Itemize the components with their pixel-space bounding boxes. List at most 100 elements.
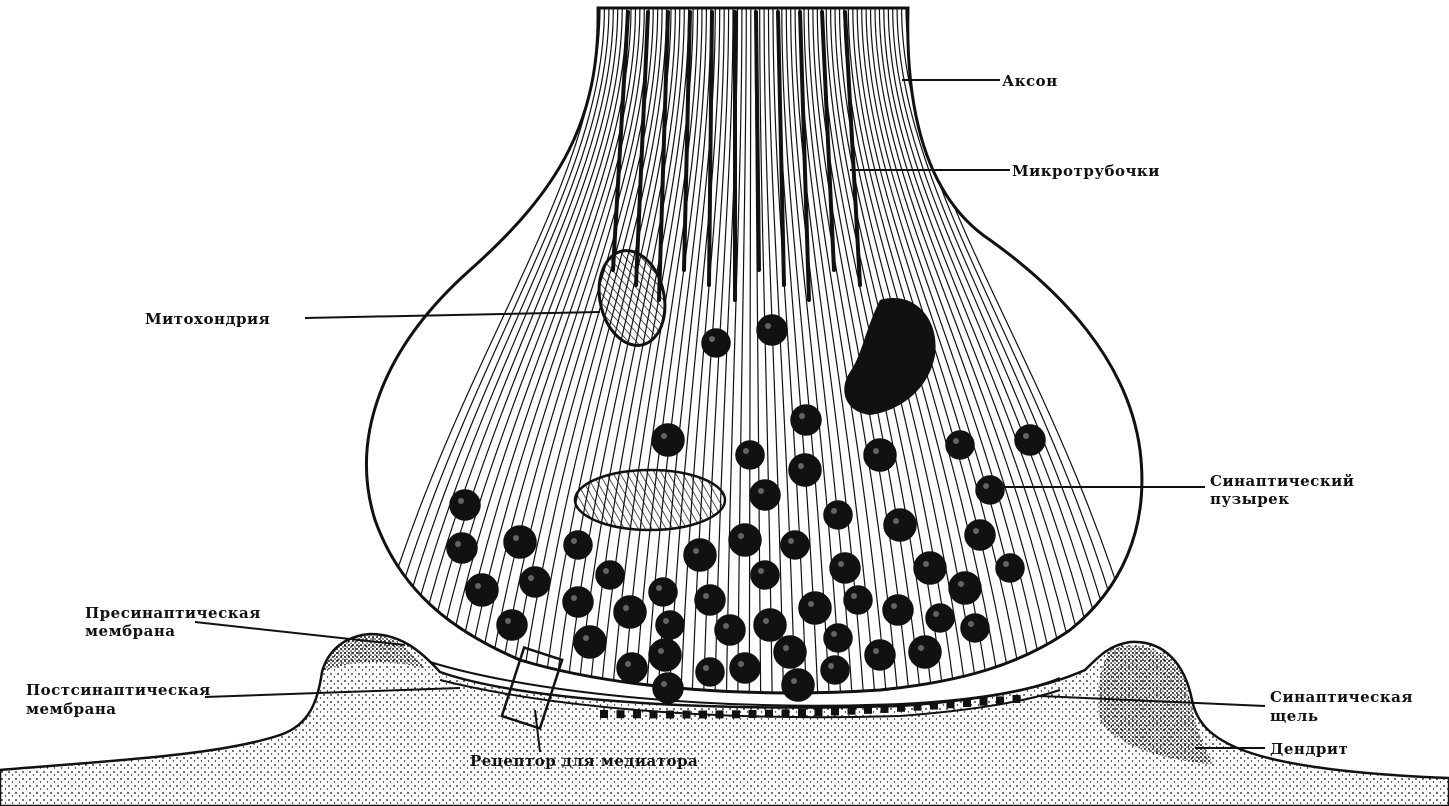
vesicle-highlight [799,413,805,419]
vesicle-highlight [656,585,662,591]
vesicle-highlight [783,645,789,651]
label-synaptic-vesicle-2: пузырек [1210,490,1290,508]
vesicle-highlight [873,648,879,654]
vesicle-highlight [958,581,964,587]
label-microtubules: Микротрубочки [1012,162,1160,180]
vesicle-highlight [1003,561,1009,567]
vesicle-highlight [661,681,667,687]
synaptic-vesicle [466,574,498,606]
synaptic-vesicle [684,539,716,571]
receptor [1013,695,1021,703]
vesicle-highlight [968,621,974,627]
vesicle-highlight [791,678,797,684]
synaptic-vesicle [799,592,831,624]
synaptic-vesicle [909,636,941,668]
label-presynaptic-2: мембрана [85,622,176,640]
receptor [815,708,823,716]
synaptic-vesicle [750,480,780,510]
vesicle-highlight [583,635,589,641]
receptor [617,710,625,718]
synaptic-vesicle [782,669,814,701]
synaptic-vesicle [617,653,647,683]
vesicle-highlight [738,661,744,667]
vesicle-highlight [738,533,744,539]
receptor [996,696,1004,704]
synaptic-vesicle [781,531,809,559]
receptor [633,710,641,718]
vesicle-highlight [788,538,794,544]
synaptic-vesicle [656,611,684,639]
synaptic-vesicle [864,439,896,471]
synaptic-vesicle [757,315,787,345]
synaptic-vesicle [949,572,981,604]
synaptic-vesicle [754,609,786,641]
synaptic-vesicle [649,639,681,671]
vesicle-highlight [763,618,769,624]
receptor [699,711,707,719]
vesicle-highlight [513,535,519,541]
receptor [765,710,773,718]
vesicle-highlight [1023,433,1029,439]
receptor [650,710,658,718]
vesicle-highlight [808,601,814,607]
vesicle-highlight [505,618,511,624]
vesicle-highlight [603,568,609,574]
synaptic-vesicle [976,476,1004,504]
receptor [947,700,955,708]
synaptic-vesicle [884,509,916,541]
vesicle-highlight [623,605,629,611]
receptor [831,708,839,716]
synaptic-vesicle [649,578,677,606]
receptor [848,707,856,715]
vesicle-highlight [838,561,844,567]
vesicle-highlight [658,648,664,654]
vesicle-highlight [918,645,924,651]
synaptic-vesicle [821,656,849,684]
label-synaptic-vesicle-1: Синаптический [1210,472,1354,490]
label-cleft-2: щель [1270,707,1319,725]
vesicle-highlight [953,438,959,444]
synaptic-vesicle [789,454,821,486]
vesicle-highlight [765,323,771,329]
synaptic-vesicle [447,533,477,563]
synaptic-vesicle [730,653,760,683]
receptor [864,706,872,714]
receptor [600,710,608,718]
vesicle-highlight [663,618,669,624]
synaptic-vesicle [965,520,995,550]
label-axon: Аксон [1002,72,1058,90]
vesicle-highlight [571,595,577,601]
synaptic-vesicle [1015,425,1045,455]
synaptic-vesicle [504,526,536,558]
synaptic-vesicle [791,405,821,435]
synaptic-vesicle [696,658,724,686]
receptor [914,703,922,711]
synaptic-vesicle [844,586,872,614]
vesicle-highlight [528,575,534,581]
synaptic-vesicle [614,596,646,628]
label-presynaptic-1: Пресинаптическая [85,604,261,622]
receptor [930,702,938,710]
label-postsynaptic-2: мембрана [26,700,117,718]
vesicle-highlight [693,548,699,554]
synaptic-vesicle [563,587,593,617]
synaptic-vesicle [520,567,550,597]
synaptic-vesicle [996,554,1024,582]
vesicle-highlight [851,593,857,599]
synaptic-vesicle [926,604,954,632]
synaptic-vesicle [574,626,606,658]
receptor [782,709,790,717]
synaptic-vesicle [736,441,764,469]
label-postsynaptic-1: Постсинаптическая [26,681,211,699]
synaptic-vesicle [824,624,852,652]
vesicle-highlight [831,631,837,637]
synaptic-vesicle [715,615,745,645]
synaptic-vesicle [653,673,683,703]
synaptic-vesicle [450,490,480,520]
mitochondrion-lower [575,470,725,530]
synaptic-vesicle [946,431,974,459]
label-dendrite: Дендрит [1270,740,1348,758]
vesicle-highlight [828,663,834,669]
receptor [749,710,757,718]
